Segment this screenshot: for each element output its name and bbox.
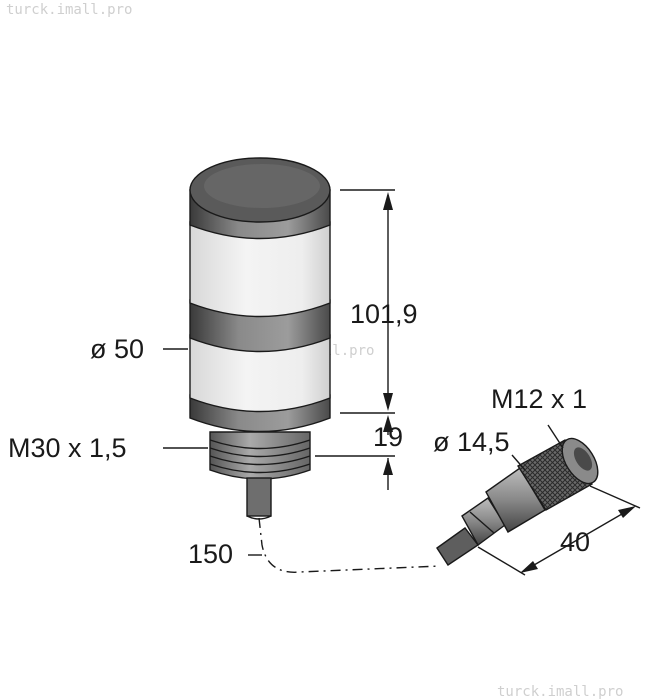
label-thread-length: 19 [373, 422, 403, 452]
watermark-top: turck.imall.pro [6, 2, 132, 18]
watermark-bottom: turck.imall.pro [497, 684, 623, 700]
signal-tower [189, 157, 331, 433]
label-connector-thread: M12 x 1 [491, 384, 587, 414]
label-connector-length: 40 [560, 527, 590, 557]
label-height-total: 101,9 [350, 299, 418, 329]
label-connector-diameter: ø 14,5 [433, 427, 510, 457]
label-diameter-body: ø 50 [90, 334, 144, 364]
thread-m30 [209, 431, 311, 480]
label-cable-length: 150 [188, 539, 233, 569]
m12-connector [436, 437, 599, 566]
dimension-lines [163, 189, 641, 576]
cable [246, 477, 441, 573]
label-thread-main: M30 x 1,5 [8, 433, 127, 463]
